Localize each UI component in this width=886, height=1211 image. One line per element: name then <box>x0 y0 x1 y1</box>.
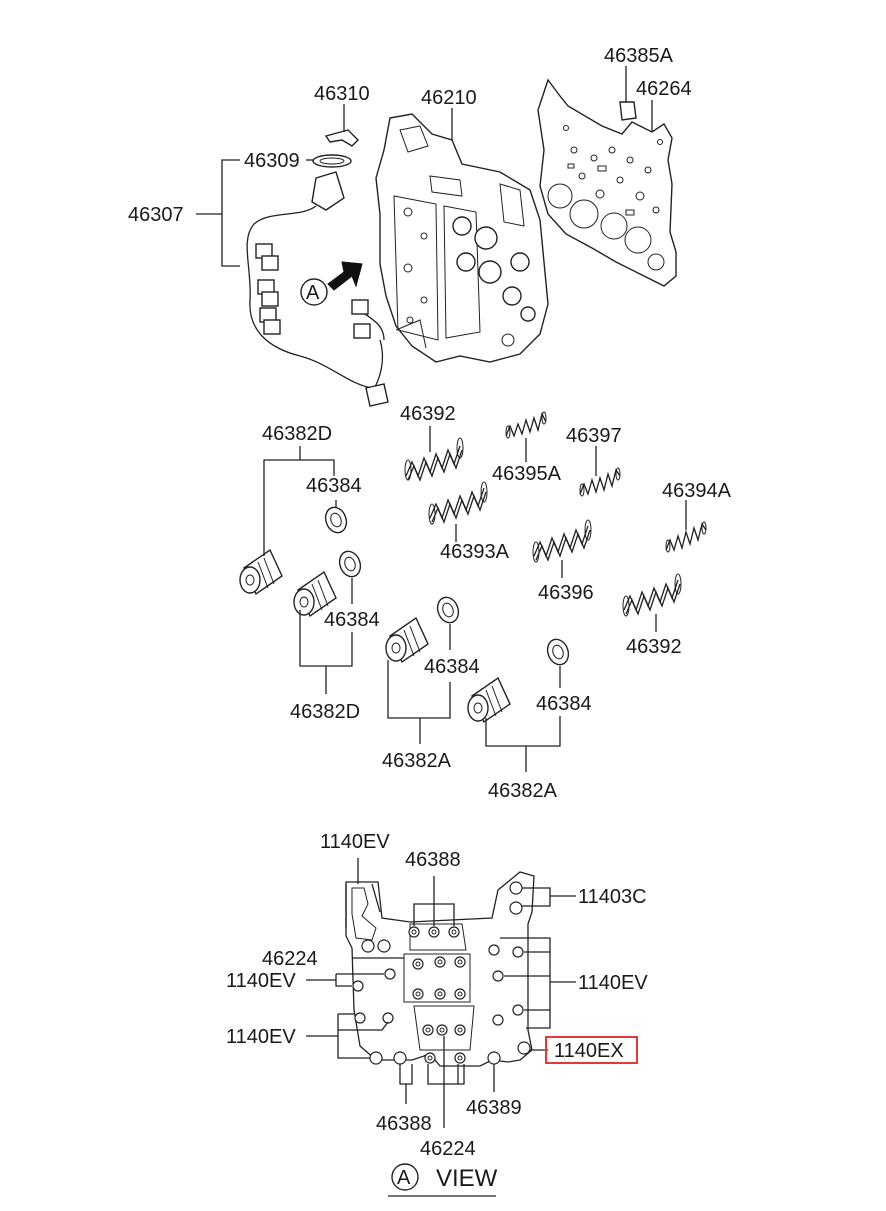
label-46395A: 46395A <box>492 463 562 485</box>
label-46309: 46309 <box>244 150 300 172</box>
washer-46384-mid <box>338 550 362 578</box>
clip-46310 <box>324 129 359 147</box>
label-1140EV-left1: 1140EV <box>226 970 296 992</box>
label-46382A-left: 46382A <box>382 750 452 772</box>
label-46392-bottom: 46392 <box>626 636 682 658</box>
label-1140EV-right: 1140EV <box>578 972 648 994</box>
label-46397: 46397 <box>566 425 622 447</box>
view-word: VIEW <box>436 1165 498 1192</box>
plug-46382A-left <box>385 616 429 664</box>
bolts <box>352 881 531 1065</box>
label-11403C: 11403C <box>578 886 647 908</box>
oring-46309 <box>312 154 352 168</box>
label-46210: 46210 <box>421 87 477 109</box>
callout-a-letter: A <box>306 282 320 304</box>
label-46264: 46264 <box>636 78 692 100</box>
label-46384-top: 46384 <box>306 475 362 497</box>
spring-46397 <box>579 467 621 497</box>
view-letter: A <box>397 1167 411 1189</box>
spring-46393A <box>428 481 488 525</box>
label-1140EX[interactable]: 1140EX <box>554 1040 624 1062</box>
view-a-callout: A <box>300 261 363 306</box>
label-46224-bottom: 46224 <box>420 1138 476 1160</box>
washer-46384-right <box>546 638 570 666</box>
arrow-icon <box>327 261 363 291</box>
washer-46384-center <box>436 596 460 624</box>
label-46384-right: 46384 <box>536 693 592 715</box>
view-a-caption: A VIEW <box>388 1163 498 1197</box>
label-46385A: 46385A <box>604 45 674 67</box>
label-1140EV-left2: 1140EV <box>226 1026 296 1048</box>
label-46384-center: 46384 <box>424 656 480 678</box>
label-46392-top: 46392 <box>400 403 456 425</box>
spring-46394A <box>665 521 707 553</box>
label-46382A-right: 46382A <box>488 780 558 802</box>
label-46384-mid: 46384 <box>324 609 380 631</box>
label-46393A: 46393A <box>440 541 510 563</box>
label-46388-bottom: 46388 <box>376 1113 432 1135</box>
label-46382D-top: 46382D <box>262 423 332 445</box>
separator-plate-46264 <box>537 78 677 287</box>
valve-body-46210 <box>375 113 549 363</box>
highlight-box-1140EX[interactable] <box>545 1036 638 1064</box>
spring-46395A <box>505 411 547 439</box>
part-46385A <box>619 101 637 121</box>
label-1140EV-top: 1140EV <box>320 831 390 853</box>
view-a-outline <box>345 871 535 1067</box>
label-46382D-bottom: 46382D <box>290 701 360 723</box>
label-46388-top: 46388 <box>405 849 461 871</box>
plug-46382D-top <box>239 548 283 596</box>
label-46307: 46307 <box>128 204 184 226</box>
spring-46392-bottom <box>622 573 682 617</box>
label-46396: 46396 <box>538 582 594 604</box>
spring-46392-top <box>404 437 464 482</box>
wire-harness-46307 <box>246 171 389 407</box>
washer-46384-top <box>324 506 348 534</box>
plug-46382D-bottom <box>293 570 337 618</box>
spring-46396 <box>532 519 592 563</box>
label-46224-left: 46224 <box>262 948 318 970</box>
label-46310: 46310 <box>314 83 370 105</box>
plug-46382A-right <box>467 676 511 724</box>
label-46389: 46389 <box>466 1097 522 1119</box>
label-46394A: 46394A <box>662 480 732 502</box>
